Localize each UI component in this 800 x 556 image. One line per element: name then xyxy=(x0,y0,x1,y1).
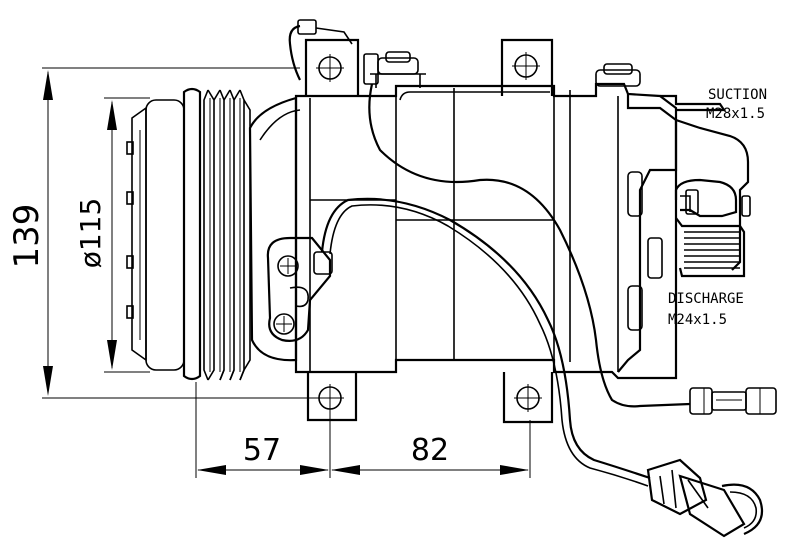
rear-cover xyxy=(617,94,678,373)
dim-57-value: 57 xyxy=(243,433,281,468)
front-housing-contour xyxy=(259,109,301,141)
pulley-diameter-dimension: ø115 xyxy=(74,97,150,373)
compressor-body xyxy=(248,51,678,380)
small-connector xyxy=(689,387,777,415)
lower-wire xyxy=(320,197,651,480)
diameter-arrow-bottom xyxy=(107,340,117,370)
arrow-82-right xyxy=(500,465,529,475)
arrow-82-left xyxy=(331,465,360,475)
pulley-flange-front xyxy=(182,87,202,381)
suction-thread: M28x1.5 xyxy=(706,106,765,122)
wire-top-loop xyxy=(288,24,301,81)
mount-bottom-right xyxy=(502,372,554,424)
rear-bolt-center xyxy=(647,237,663,279)
diameter-arrow-top xyxy=(107,100,117,130)
large-connector xyxy=(646,458,764,538)
dim-82-value: 82 xyxy=(411,433,449,468)
arrow-57-left xyxy=(197,465,226,475)
arrow-57-right xyxy=(300,465,329,475)
top-bolt-right xyxy=(595,63,641,87)
upper-wire xyxy=(368,83,691,408)
top-ridge xyxy=(399,91,550,101)
discharge-port xyxy=(675,217,746,278)
clutch-plate xyxy=(131,106,147,362)
discharge-label: DISCHARGE xyxy=(668,291,744,307)
rear-bolt-lower xyxy=(627,285,643,331)
suction-label: SUCTION xyxy=(708,87,767,103)
port-labels: SUCTION M28x1.5 DISCHARGE M24x1.5 xyxy=(668,87,767,328)
top-connector-lead xyxy=(315,27,353,45)
suction-port xyxy=(660,94,751,271)
height-value: 139 xyxy=(7,204,47,269)
main-shell xyxy=(294,82,678,380)
height-arrow-bottom xyxy=(43,366,53,396)
clutch-bolts xyxy=(126,130,141,340)
clutch-disc xyxy=(145,99,185,371)
lower-wire-inner xyxy=(329,204,649,487)
diameter-value: ø115 xyxy=(74,198,107,269)
mount-bottom-left xyxy=(306,372,358,422)
mount-top-right xyxy=(500,38,554,96)
wire-clip-bracket xyxy=(266,236,333,342)
height-dimension: 139 xyxy=(7,67,330,399)
mount-top-left xyxy=(304,38,360,96)
horizontal-dimensions: 57 82 xyxy=(195,382,531,478)
height-arrow-top xyxy=(43,70,53,100)
top-connector xyxy=(297,19,317,35)
front-housing xyxy=(248,96,298,362)
rear-bolt-upper xyxy=(627,171,643,217)
discharge-thread: M24x1.5 xyxy=(668,312,727,328)
wiring xyxy=(288,19,691,487)
pulley-grooves xyxy=(199,89,251,381)
clutch-pulley xyxy=(126,87,251,381)
